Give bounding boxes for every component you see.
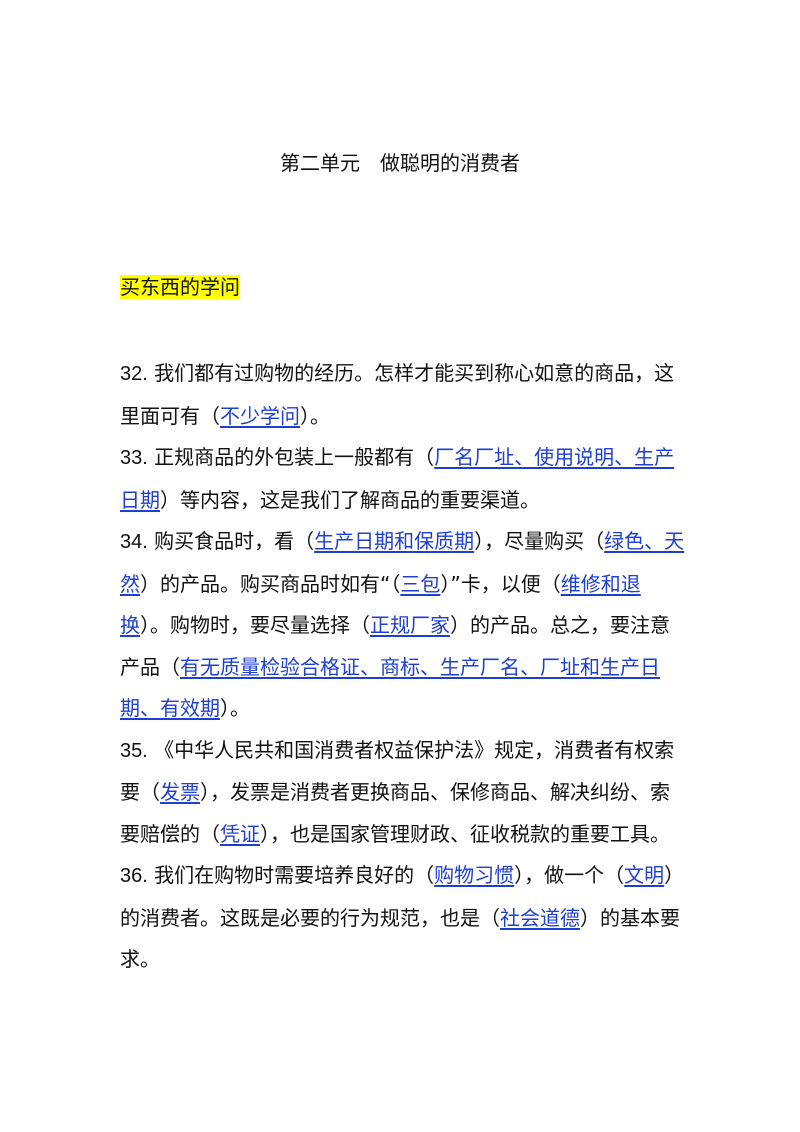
question-text: 我们都有过购物的经历。怎样才能买到称心如意的商品，这里面可有（ [120, 361, 675, 428]
question-text: ）的产品。购买商品时如有“（ [140, 571, 401, 596]
answer-text: 生产日期和保质期 [314, 529, 475, 553]
question-text: ），尽量购买（ [474, 529, 605, 553]
question-number: 32. [120, 363, 148, 385]
question-text: ）的消费者。这既是必要的行为规范，也是（ [120, 863, 685, 930]
question-text: ）的基本要求。 [120, 905, 680, 972]
question-item: 32. 我们都有过购物的经历。怎样才能买到称心如意的商品，这里面可有（不少学问）… [120, 353, 688, 437]
highlighted-heading-text: 买东西的学问 [120, 275, 240, 299]
page-title: 第二单元 做聪明的消费者 [280, 151, 520, 175]
answer-text: 购物习惯 [434, 863, 515, 887]
question-number: 35. [120, 739, 148, 762]
question-item: 35. 《中华人民共和国消费者权益保护法》规定，消费者有权索要（发票），发票是消… [120, 730, 688, 856]
question-text: ）。 [220, 696, 250, 720]
question-text: ）等内容，这是我们了解商品的重要渠道。 [160, 487, 540, 512]
question-text: ）的产品。总之，要注意产品（ [120, 613, 670, 679]
answer-text: 维修和退换 [120, 571, 641, 638]
question-text: 购买食品时，看（ [147, 529, 315, 553]
question-text: ）”卡，以便（ [440, 571, 561, 596]
question-text: ），也是国家管理财政、征收税款的重要工具。 [260, 821, 670, 846]
answer-text: 三包 [400, 571, 441, 596]
answer-text: 绿色、天然 [120, 529, 685, 596]
question-text: 正规商品的外包装上一般都有（ [147, 445, 435, 469]
question-item: 33. 正规商品的外包装上一般都有（厂名厂址、使用说明、生产日期）等内容，这是我… [120, 437, 688, 521]
question-text: ）。购物时，要尽量选择（ [140, 613, 370, 637]
answer-text: 发票 [160, 780, 200, 804]
answer-text: 有无质量检验合格证、商标、生产厂名、厂址和生产日期、有效期 [120, 654, 660, 721]
question-text: ），发票是消费者更换商品、保修商品、解决纠纷、索要赔偿的（ [120, 780, 670, 846]
answer-text: 不少学问 [220, 403, 300, 428]
question-item: 34. 购买食品时，看（生产日期和保质期），尽量购买（绿色、天然）的产品。购买商… [120, 521, 688, 730]
question-number: 33. [120, 447, 148, 469]
answer-text: 文明 [624, 863, 665, 887]
answer-text: 凭证 [220, 821, 260, 846]
answer-text: 正规厂家 [370, 613, 450, 637]
answer-text: 厂名厂址、使用说明、生产日期 [120, 445, 675, 512]
question-number: 36. [120, 865, 148, 887]
question-item: 36. 我们在购物时需要培养良好的（购物习惯），做一个（文明）的消费者。这既是必… [120, 855, 688, 981]
question-text: ）。 [300, 403, 330, 428]
question-list: 32. 我们都有过购物的经历。怎样才能买到称心如意的商品，这里面可有（不少学问）… [120, 353, 688, 981]
section-heading: 买东西的学问 [120, 273, 240, 301]
answer-text: 社会道德 [500, 905, 580, 930]
question-text: 我们在购物时需要培养良好的（ [147, 863, 435, 887]
question-text: ），做一个（ [514, 863, 625, 887]
question-number: 34. [120, 531, 148, 553]
question-text: 《中华人民共和国消费者权益保护法》规定，消费者有权索要（ [120, 737, 675, 805]
